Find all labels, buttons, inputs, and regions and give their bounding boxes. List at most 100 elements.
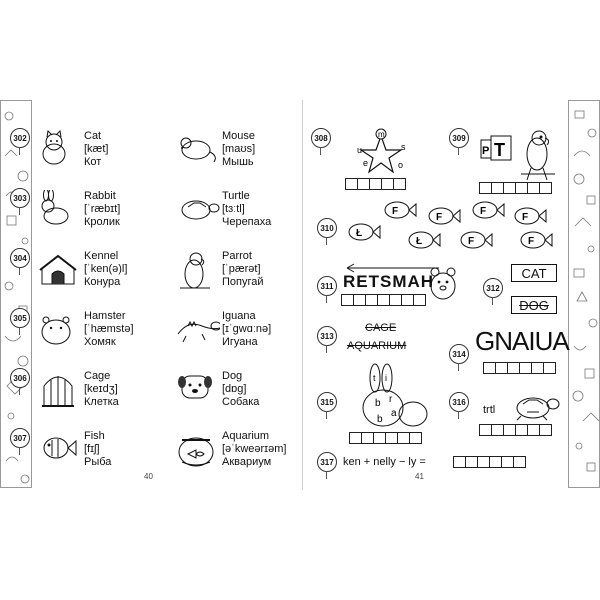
rabbit-letter: b — [377, 414, 383, 425]
vocab-ru: Конура — [84, 276, 121, 288]
star-letter: e — [363, 158, 368, 168]
entry-number-balloon: 305 — [10, 308, 30, 335]
letter-fish-icon: F — [471, 200, 505, 220]
vocab-entry: Mouse[maʊs]Мышь — [170, 124, 302, 180]
entry-number: 304 — [10, 248, 30, 268]
letter-fish-icon: F — [383, 200, 417, 220]
vocab-ipa: [əˈkweərɪəm] — [222, 443, 287, 455]
entry-number-balloon: 306 — [10, 368, 30, 395]
vocab-ru: Аквариум — [222, 456, 272, 468]
vocab-entry: 307 Fish[fɪʃ]Рыба — [10, 424, 164, 480]
answer-box[interactable] — [543, 362, 556, 374]
vocab-en: Cage — [84, 370, 111, 382]
letter-fish-icon: F — [459, 230, 493, 250]
entry-number: 305 — [10, 308, 30, 328]
fish-icon — [38, 430, 82, 477]
block-letter: T — [494, 140, 505, 160]
rabbit-letter: a — [391, 408, 397, 419]
parrot-icon — [521, 130, 555, 181]
answer-boxes-311[interactable] — [341, 294, 426, 306]
equation-317: ken + nelly − ly = — [343, 456, 426, 468]
answer-boxes-315[interactable] — [349, 432, 422, 444]
answer-box[interactable] — [409, 432, 422, 444]
answer-box[interactable] — [539, 182, 552, 194]
star-letter: m — [378, 130, 385, 139]
puzzle-number-311: 311 — [317, 276, 337, 303]
doodle-pattern-icon — [572, 110, 599, 472]
puzzle-number-315: 315 — [317, 392, 337, 419]
rabbit-letter: r — [389, 394, 393, 405]
vocab-en: Fish — [84, 430, 105, 442]
entry-number-balloon: 303 — [10, 188, 30, 215]
answer-boxes-316[interactable] — [479, 424, 552, 436]
vocab-entry: Iguana[ɪˈɡwɑːnə]Игуана — [170, 304, 302, 360]
vocab-entry: Dog[dɒɡ]Собака — [170, 364, 302, 420]
answer-box[interactable] — [539, 424, 552, 436]
answer-box[interactable] — [393, 178, 406, 190]
answer-boxes-309[interactable] — [479, 182, 552, 194]
turtle-icon — [516, 397, 560, 421]
vocab-en: Aquarium — [222, 430, 270, 442]
answer-box[interactable] — [513, 456, 526, 468]
cat-icon — [38, 129, 82, 177]
vocab-ipa: [ˈken(ə)l] — [84, 263, 128, 275]
vocab-en: Mouse — [222, 130, 256, 142]
scrambled-word-311: RETSMAH — [343, 272, 435, 291]
scrambled-hint-316: trtl — [483, 404, 496, 416]
doodle-border-right — [568, 100, 600, 488]
vocab-ru: Мышь — [222, 156, 254, 168]
answer-boxes-314[interactable] — [483, 362, 556, 374]
letter-fish-icon: Ł — [407, 230, 441, 250]
rabbit-letter: b — [375, 398, 381, 409]
doodle-border-left — [0, 100, 32, 488]
puzzle-number-308: 308 — [311, 128, 331, 155]
vocab-ipa: [ˈhæmstə] — [84, 323, 134, 335]
rabbit-letter: t — [373, 373, 376, 383]
fish-letter: F — [522, 212, 528, 223]
vocab-ru: Кот — [84, 156, 102, 168]
vocab-entry: Turtle[tɜːtl]Черепаха — [170, 184, 302, 240]
crossed-word-cage: CAGE — [365, 322, 397, 334]
block-letter: P — [482, 145, 489, 157]
scrambled-word-314: GNAIUA — [475, 326, 570, 356]
vocab-en: Dog — [222, 370, 243, 382]
vocab-ipa: [tɜːtl] — [222, 203, 245, 215]
vocab-ru: Хомяк — [84, 336, 116, 348]
puzzle-number-313: 313 — [317, 326, 337, 353]
vocab-ru: Рыба — [84, 456, 112, 468]
aquarium-icon — [176, 430, 220, 477]
parrot-icon — [176, 250, 220, 297]
vocab-ipa: [keɪdʒ] — [84, 383, 118, 395]
vocab-entry: Aquarium[əˈkweərɪəm]Аквариум — [170, 424, 302, 480]
entry-number: 302 — [10, 128, 30, 148]
entry-number: 307 — [10, 428, 30, 448]
answer-box[interactable] — [413, 294, 426, 306]
letter-fish-icon: F — [519, 230, 553, 250]
answer-boxes-308[interactable] — [345, 178, 406, 190]
letter-fish-icon: F — [427, 206, 461, 226]
star-letter: o — [398, 160, 403, 170]
vocab-en: Rabbit — [84, 190, 116, 202]
answer-boxes-317[interactable] — [453, 456, 526, 468]
vocab-ipa: [maʊs] — [222, 143, 256, 155]
entry-number-balloon: 302 — [10, 128, 30, 155]
vocab-ipa: [ˈræbɪt] — [84, 203, 121, 215]
vocab-en: Turtle — [222, 190, 250, 202]
vocab-en: Parrot — [222, 250, 252, 262]
kennel-icon — [38, 250, 82, 297]
dog-icon — [176, 370, 220, 417]
vocab-ru: Игуана — [222, 336, 258, 348]
puzzle-number-316: 316 — [449, 392, 469, 419]
hamster-icon — [430, 267, 456, 300]
vocab-ru: Собака — [222, 396, 260, 408]
letter-fish-icon: F — [513, 206, 547, 226]
crossed-word-aquarium: AQUARIUM — [347, 340, 407, 352]
puzzle-number-310: 310 — [317, 218, 337, 245]
entry-number-balloon: 307 — [10, 428, 30, 455]
vocab-ipa: [fɪʃ] — [84, 443, 100, 455]
arrow-left-icon — [346, 263, 439, 273]
